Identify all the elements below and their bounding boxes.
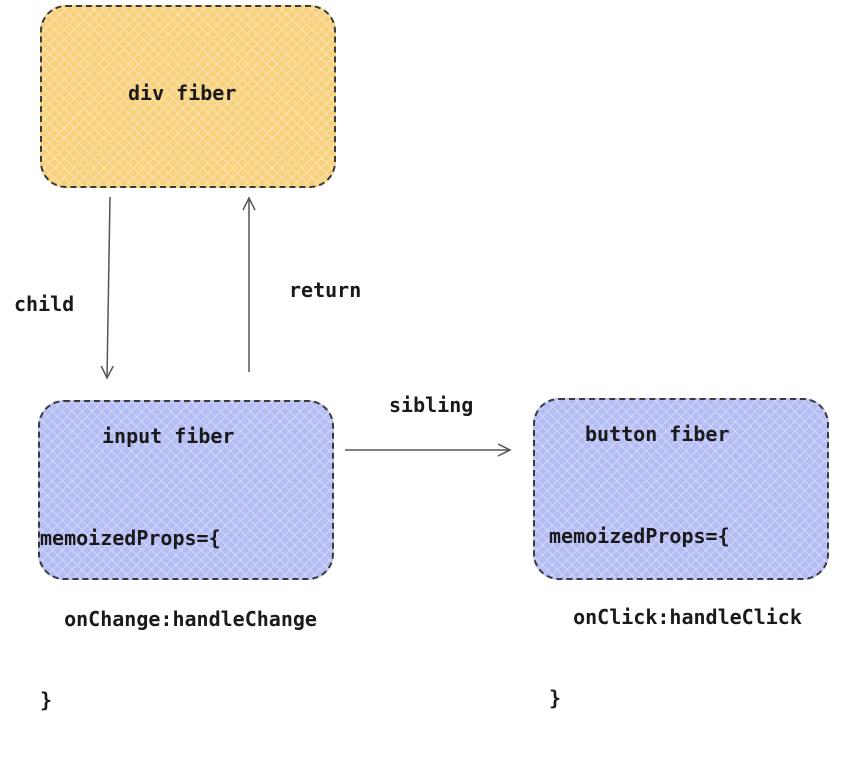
- child-edge-label: child: [14, 292, 75, 316]
- input-memoized-props: memoizedProps={ onChange:handleChange }: [40, 471, 317, 768]
- button-fiber-label: button fiber: [585, 422, 730, 446]
- child-arrow: [100, 196, 114, 380]
- button-props-entry: onClick:handleClick: [549, 605, 802, 629]
- input-props-entry: onChange:handleChange: [40, 607, 317, 631]
- button-fiber-node: button fiber memoizedProps={ onClick:han…: [533, 398, 829, 710]
- return-edge-label: return: [289, 278, 362, 302]
- button-props-open: memoizedProps={: [549, 524, 730, 548]
- input-props-close: }: [40, 688, 53, 712]
- div-fiber-label: div fiber: [128, 81, 237, 105]
- button-memoized-props: memoizedProps={ onClick:handleClick }: [549, 469, 802, 766]
- div-fiber-node: div fiber: [40, 5, 336, 188]
- input-props-open: memoizedProps={: [40, 526, 221, 550]
- input-fiber-node: input fiber memoizedProps={ onChange:han…: [38, 400, 334, 712]
- input-fiber-label: input fiber: [102, 424, 235, 448]
- sibling-edge-label: sibling: [389, 393, 474, 417]
- button-props-close: }: [549, 686, 562, 710]
